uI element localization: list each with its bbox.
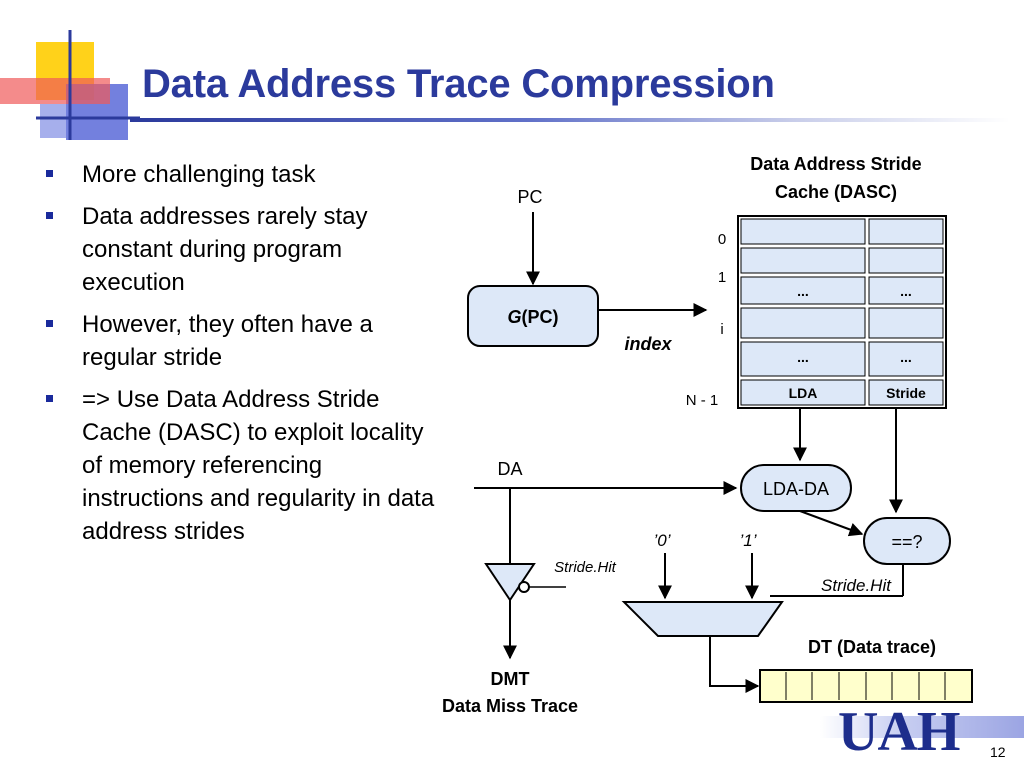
pc-label: PC (517, 187, 542, 207)
bullet-marker (46, 395, 53, 402)
dasc-title-line1: Data Address Stride (750, 154, 921, 174)
title-underline (130, 118, 1010, 122)
g-pc-label: G(PC) (507, 307, 558, 327)
dasc-table (737, 215, 947, 409)
mux-output-line (709, 636, 760, 693)
g-pc-box (467, 285, 599, 347)
da-label: DA (497, 459, 522, 479)
buffer-stride-hit-label: Stride.Hit (554, 559, 617, 576)
dt-register (759, 669, 973, 703)
stride-hit-label: Stride.Hit (821, 576, 892, 595)
row-label-1: 1 (718, 269, 726, 286)
dt-label: DT (Data trace) (808, 637, 936, 657)
cell-dots: ... (900, 349, 912, 365)
dmt-label: DMT (491, 669, 530, 689)
bullet-item: However, they often have a regular strid… (46, 308, 412, 374)
mux (621, 601, 784, 637)
bullet-marker (46, 212, 53, 219)
buffer-inverter-bubble (518, 581, 530, 593)
dmt-sublabel: Data Miss Trace (442, 696, 578, 716)
mux-input-1: ’1’ (739, 531, 756, 550)
cell-dots: ... (797, 349, 809, 365)
row-label-last: N - 1 (686, 392, 719, 409)
slide-number: 12 (990, 744, 1006, 760)
lda-da-node (740, 464, 852, 512)
row-label-i: i (720, 321, 723, 338)
row-label-0: 0 (718, 231, 726, 248)
bullet-list: More challenging task Data addresses rar… (46, 158, 446, 557)
slide-title: Data Address Trace Compression (142, 62, 775, 106)
mux-input-0: ’0’ (653, 531, 670, 550)
cell-dots: ... (900, 283, 912, 299)
uah-logo: UAH (838, 701, 960, 763)
lda-da-label: LDA-DA (763, 479, 829, 499)
cell-dots: ... (797, 283, 809, 299)
compare-node (863, 517, 951, 565)
bullet-item: Data addresses rarely stay constant duri… (46, 200, 446, 299)
index-label: index (624, 334, 672, 354)
bullet-marker (46, 320, 53, 327)
stride-column-label: Stride (886, 385, 926, 401)
compare-label: ==? (891, 532, 922, 552)
bullet-item: => Use Data Address Stride Cache (DASC) … (46, 383, 446, 548)
bullet-marker (46, 170, 53, 177)
dasc-title-line2: Cache (DASC) (775, 182, 897, 202)
lda-da-to-compare (799, 510, 864, 537)
corner-decoration (0, 30, 140, 140)
lda-column-label: LDA (789, 385, 818, 401)
bullet-item: More challenging task (46, 158, 446, 191)
